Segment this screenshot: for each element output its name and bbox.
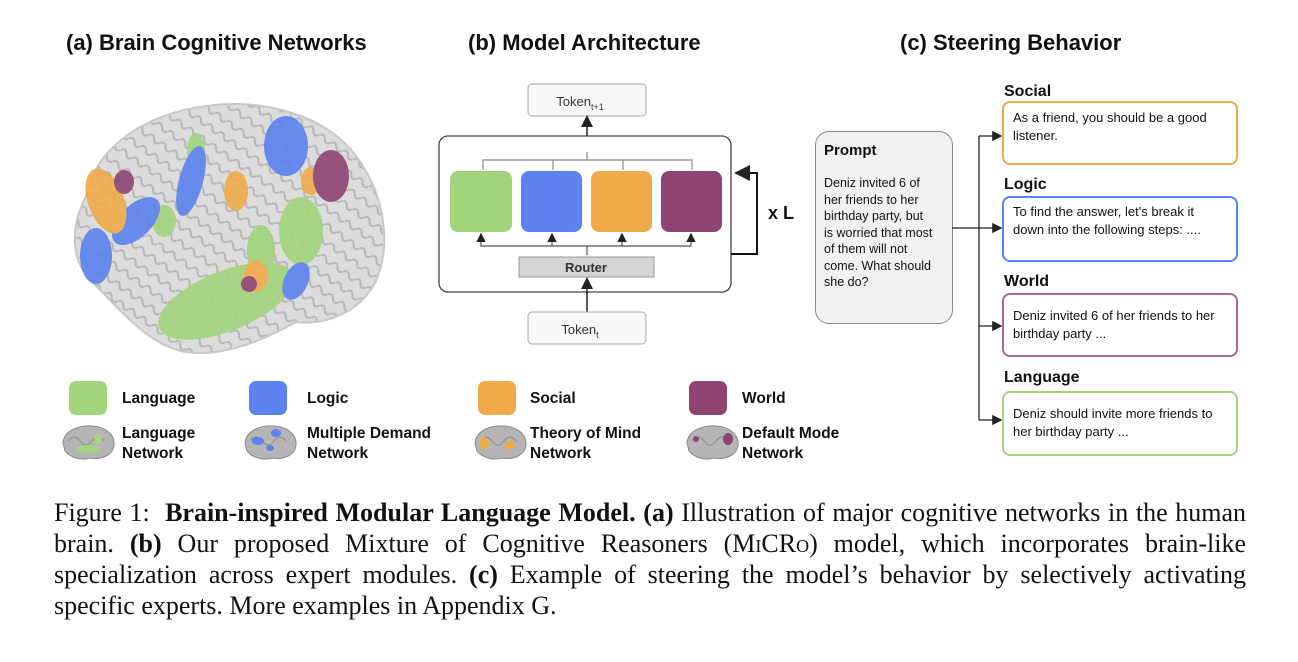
mini-brain-multiple-demand-network xyxy=(244,425,297,460)
output-text-social: As a friend, you should be a good listen… xyxy=(1013,110,1207,143)
prompt-box: Prompt Deniz invited 6 of her friends to… xyxy=(815,131,953,324)
micro-acronym: MiCRo xyxy=(732,529,810,558)
steering-connectors xyxy=(952,130,1003,426)
input-token-label: Tokent xyxy=(561,322,599,340)
caption-a-label: (a) xyxy=(643,498,674,527)
output-title-logic: Logic xyxy=(1004,176,1047,193)
logic-region xyxy=(176,146,206,216)
expert-logic xyxy=(521,171,582,232)
model-architecture-diagram: Tokent+1 Router Tokent x L xyxy=(438,83,794,345)
prompt-line: is worried that most xyxy=(824,225,933,240)
prompt-line: Deniz invited 6 of xyxy=(824,176,920,190)
caption-c-text: Example of steering the model’s behavior… xyxy=(54,560,1246,620)
legend-swatch-logic xyxy=(249,381,287,415)
router-label: Router xyxy=(565,260,607,275)
world-region xyxy=(114,170,134,194)
output-box-language: Deniz should invite more friends to her … xyxy=(1002,391,1238,456)
expert-social xyxy=(591,171,652,232)
caption-b-text-2: ) model, which incorporates brain-like s… xyxy=(54,529,1247,589)
legend-swatch-social xyxy=(478,381,516,415)
figure-caption: Figure 1: Brain-inspired Modular Languag… xyxy=(54,497,1246,621)
prompt-title: Prompt xyxy=(824,142,877,159)
output-text-language: Deniz should invite more friends to her … xyxy=(1013,406,1213,439)
logic-region xyxy=(282,262,310,300)
panel-b-title: (b) Model Architecture xyxy=(468,30,701,55)
mini-brain-language-network xyxy=(62,425,115,460)
caption-title: Brain-inspired Modular Language Model. xyxy=(165,498,636,527)
expert-language xyxy=(450,171,512,232)
logic-region xyxy=(80,228,112,284)
panel-a-title: (a) Brain Cognitive Networks xyxy=(66,30,367,55)
world-region xyxy=(313,150,349,202)
world-region xyxy=(241,276,257,292)
caption-figure-label: Figure 1: xyxy=(54,498,150,527)
output-box-social: As a friend, you should be a good listen… xyxy=(1002,101,1238,165)
brain-cortex xyxy=(73,103,386,354)
input-token-box xyxy=(527,311,647,345)
caption-c-label: (c) xyxy=(469,560,498,589)
prompt-line: come. What should xyxy=(824,258,931,273)
output-token-label: Tokent+1 xyxy=(556,94,603,112)
legend-label-language: Language xyxy=(122,390,196,407)
prompt-line: she do? xyxy=(824,275,869,289)
social-region xyxy=(224,171,248,211)
legend-swatch-language xyxy=(69,381,107,415)
output-box-logic: To find the answer, let's break it down … xyxy=(1002,196,1238,262)
panel-c-title: (c) Steering Behavior xyxy=(900,30,1122,55)
legend-label-logic: Logic xyxy=(307,390,349,407)
prompt-line: birthday party, but xyxy=(824,209,924,223)
mini-brain-default-mode-network xyxy=(686,425,739,460)
output-title-social: Social xyxy=(1004,83,1052,100)
prompt-line: of them will not xyxy=(824,242,908,256)
legend-swatch-world xyxy=(689,381,727,415)
expert-world xyxy=(661,171,722,232)
legend-label-social: Social xyxy=(530,390,576,407)
caption-b-label: (b) xyxy=(129,529,162,558)
prompt-line: her friends to her xyxy=(824,192,919,207)
brain-illustration xyxy=(73,103,386,354)
output-title-world: World xyxy=(1004,273,1050,290)
output-title-language: Language xyxy=(1004,369,1080,386)
output-box-world: Deniz invited 6 of her friends to her bi… xyxy=(1002,293,1238,357)
caption-a-text: Illustration of major cognitive networks… xyxy=(54,498,1247,558)
layer-block xyxy=(438,135,732,293)
logic-region xyxy=(111,196,161,246)
mini-brain-theory-of-mind-network xyxy=(474,425,527,460)
output-text-logic: To find the answer, let's break it down … xyxy=(1013,204,1201,237)
output-text-world: Deniz invited 6 of her friends to her bi… xyxy=(1013,308,1215,341)
logic-region xyxy=(264,116,308,176)
legend-label-world: World xyxy=(742,390,786,407)
language-region xyxy=(279,197,323,265)
repeat-label: x L xyxy=(768,203,794,223)
caption-b-text-1: Our proposed Mixture of Cognitive Reason… xyxy=(177,529,733,558)
